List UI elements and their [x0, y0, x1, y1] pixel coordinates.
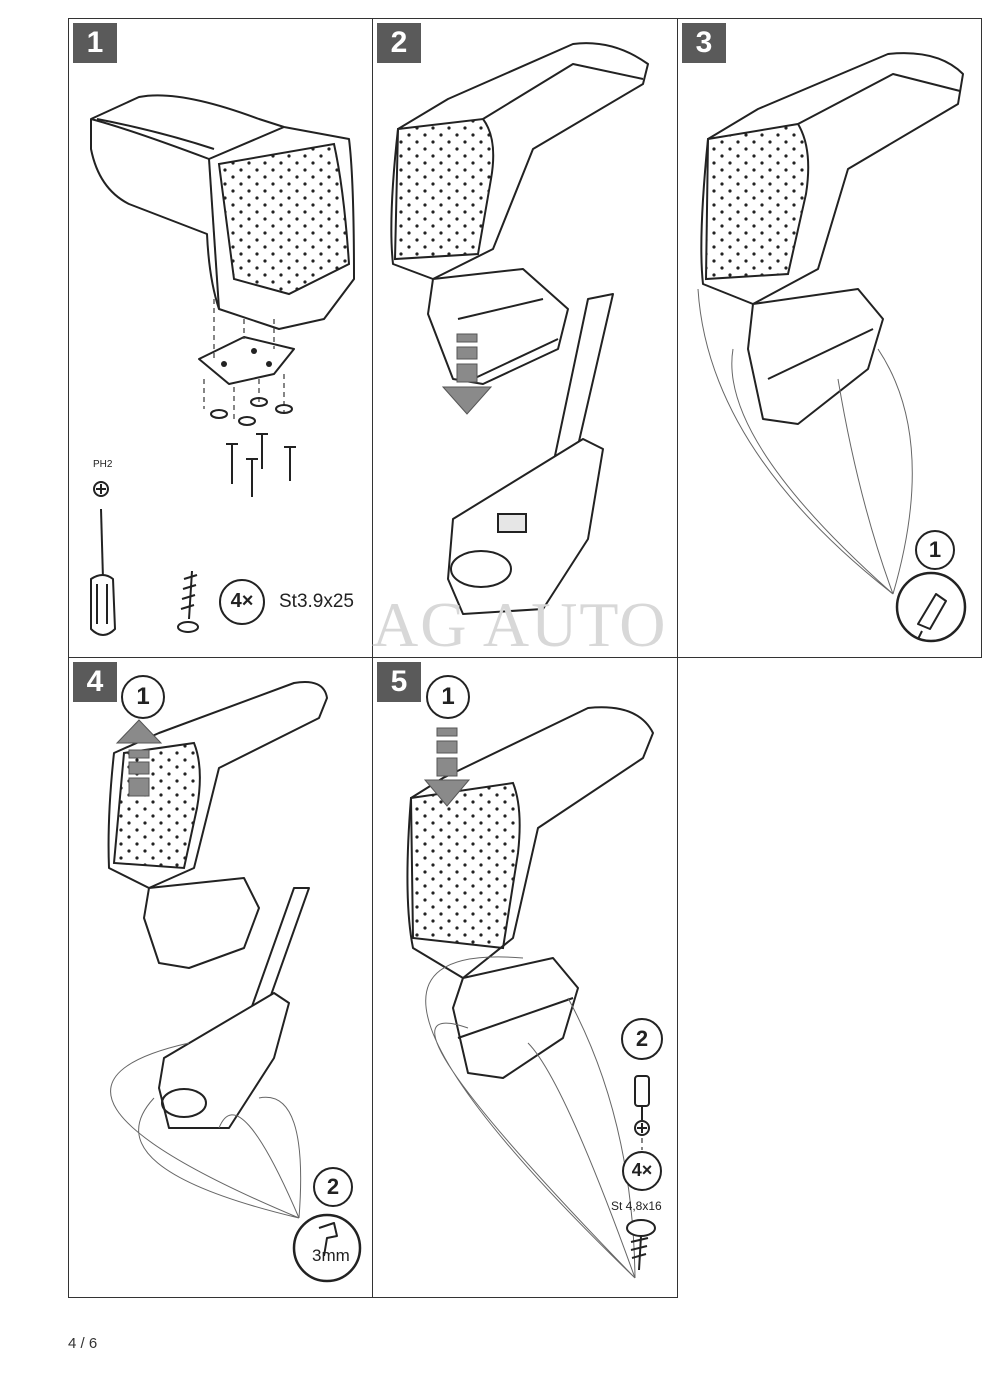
screw-spec-label: St 4,8x16	[611, 1199, 662, 1213]
quantity-badge: 4×	[622, 1151, 662, 1191]
arrow-down-icon	[441, 333, 493, 415]
step-number-4: 4	[73, 662, 117, 702]
screw-spec-label: St3.9x25	[279, 591, 354, 612]
sub-step-badge-2: 2	[621, 1018, 663, 1060]
sub-step-label-2: 2	[635, 1026, 649, 1051]
step-panel-2: 2	[372, 18, 678, 658]
arrow-up-icon	[115, 719, 163, 797]
watermark: AG AUTO	[372, 589, 668, 660]
sub-step-badge-1: 1	[426, 675, 470, 719]
quantity-label: 4×	[230, 590, 254, 612]
sub-step-badge-1: 1	[121, 675, 165, 719]
armrest-illustration	[107, 681, 328, 1219]
screwdriver-type-label: PH2	[93, 459, 113, 470]
armrest-illustration	[90, 94, 355, 497]
quantity-badge: 4×	[219, 579, 265, 625]
step-panel-5: 5 1 2 4× St 4,8x16	[372, 657, 678, 1298]
sub-step-label-2: 2	[326, 1174, 340, 1199]
page-number: 4 / 6	[68, 1335, 98, 1352]
step-panel-3: 3 1	[677, 18, 982, 658]
sub-step-label-1: 1	[136, 683, 150, 710]
sub-step-badge: 1	[915, 530, 955, 570]
drill-size-label: 3mm	[312, 1246, 350, 1265]
sub-step-label: 1	[928, 537, 942, 562]
armrest-illustration	[697, 52, 964, 595]
step-number-1: 1	[73, 23, 117, 63]
step-number-5: 5	[377, 662, 421, 702]
step-number-3: 3	[682, 23, 726, 63]
arrow-down-icon	[423, 727, 471, 807]
step-panel-4: 4 1 2 3mm	[68, 657, 373, 1298]
armrest-illustration	[406, 706, 654, 1279]
quantity-label: 4×	[631, 1160, 653, 1180]
step-number-2: 2	[377, 23, 421, 63]
sub-step-label-1: 1	[441, 683, 455, 710]
step-panel-1: 1 PH2	[68, 18, 373, 658]
sub-step-badge-2: 2	[313, 1167, 353, 1207]
